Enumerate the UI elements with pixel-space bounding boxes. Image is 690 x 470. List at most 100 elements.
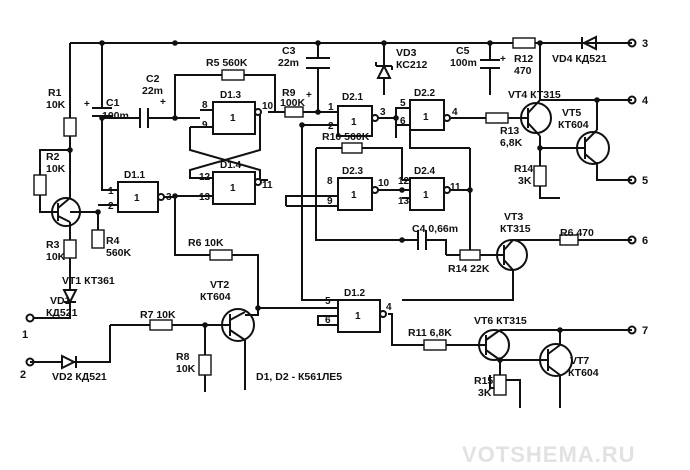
pin: 12: [398, 176, 410, 187]
label-vt1: VT1 КТ361: [62, 275, 115, 287]
ic-type-note: D1, D2 - К561ЛЕ5: [256, 371, 342, 383]
resistor-r14-22k: [459, 249, 481, 261]
pin: 13: [199, 192, 211, 203]
c5-plus: +: [500, 54, 506, 65]
label-vt3: VT3: [504, 211, 523, 223]
resistor-r8: [198, 354, 212, 376]
terminals: 1 2 3 4 5 6 7: [20, 38, 649, 381]
label-vt4: VT4 КТ315: [508, 89, 561, 101]
component-labels: R1 10K R2 10K R3 10K R4 560K R5 560K R6 …: [46, 45, 607, 399]
gate-d1-4-label: D1.4: [220, 160, 242, 171]
pin: 8: [202, 100, 208, 111]
gate-d1-3: D1.3 1 8 9 10: [202, 90, 274, 135]
label-r9-value: 100K: [280, 97, 306, 109]
resistor-r3: [63, 239, 77, 259]
label-c5: C5: [456, 45, 470, 57]
resistor-r4: [91, 229, 105, 249]
gate-d2-4: D2.4 1 12 13 11: [398, 166, 461, 211]
terminal-label: 5: [642, 175, 648, 187]
junctions: [67, 40, 600, 363]
resistor-r6-470: [559, 234, 579, 246]
gate-d1-2: D1.2 1 5 6 4: [325, 288, 392, 333]
capacitor-c2: [139, 108, 149, 128]
gate-d2-3: D2.3 1 8 9 10: [327, 166, 390, 211]
pin: 6: [325, 315, 331, 326]
pin: 8: [327, 176, 333, 187]
pin: 11: [262, 180, 273, 191]
pin: 9: [202, 120, 208, 131]
label-c3-value: 22m: [278, 57, 299, 69]
gate-symbol: 1: [230, 113, 236, 124]
terminal-label: 6: [642, 235, 648, 247]
label-r14-3k-value: 3K: [518, 175, 532, 187]
label-r7: R7 10K: [140, 309, 176, 321]
resistor-r6: [209, 249, 233, 261]
label-c4: C4 0,66m: [412, 223, 458, 235]
gate-d2-2: D2.2 1 5 6 4: [400, 88, 458, 131]
label-vt3-value: КТ315: [500, 223, 531, 235]
label-r15-value: 3K: [478, 387, 492, 399]
diode-vd1: [62, 289, 78, 305]
label-c2-value: 22m: [142, 85, 163, 97]
terminal-4: [627, 95, 637, 105]
transistor-vt4: [520, 99, 552, 137]
gate-d2-2-label: D2.2: [414, 88, 436, 99]
c1-plus: +: [84, 99, 90, 110]
pin: 13: [398, 196, 410, 207]
resistor-r1: [63, 117, 77, 137]
resistor-r2: [33, 174, 47, 196]
gate-symbol: 1: [423, 190, 429, 201]
pin: 2: [328, 121, 334, 132]
label-r1-value: 10K: [46, 99, 66, 111]
gate-d1-4: D1.4 1 12 13 11: [199, 160, 273, 205]
transistors: [51, 99, 610, 377]
gate-symbol: 1: [230, 183, 236, 194]
label-r5: R5 560K: [206, 57, 248, 69]
gate-symbol: 1: [423, 112, 429, 123]
label-r12-value: 470: [514, 65, 532, 77]
terminal-label: 3: [642, 38, 648, 50]
label-c1-value: 100m: [102, 110, 129, 122]
pin: 3: [166, 192, 172, 203]
resistor-r5: [221, 69, 245, 81]
label-vt7-value: КТ604: [568, 367, 599, 379]
label-vt7: VT7: [570, 355, 589, 367]
resistor-r11: [423, 339, 447, 351]
resistor-r13: [485, 112, 509, 124]
gate-symbol: 1: [134, 193, 140, 204]
gate-d1-1: D1.1 1 1 2 3: [108, 170, 172, 213]
label-r4-value: 560K: [106, 247, 132, 259]
c3-plus: +: [306, 90, 312, 101]
label-c1: C1: [106, 97, 120, 109]
diodes: [61, 35, 597, 370]
diode-vd2: [61, 354, 77, 370]
resistors: [33, 37, 579, 396]
terminal-label: 4: [642, 95, 649, 107]
pin: 10: [262, 101, 274, 112]
pin: 5: [325, 296, 331, 307]
label-vd3: VD3: [396, 47, 417, 59]
gate-d2-3-label: D2.3: [342, 166, 364, 177]
gate-d1-2-label: D1.2: [344, 288, 366, 299]
gate-d2-4-label: D2.4: [414, 166, 436, 177]
pin: 11: [450, 182, 461, 193]
gate-symbol: 1: [351, 190, 357, 201]
pin: 10: [378, 178, 390, 189]
label-r6: R6 10K: [188, 237, 224, 249]
terminal-1: [25, 313, 35, 323]
label-vt5-value: КТ604: [558, 119, 589, 131]
pin: 1: [108, 186, 114, 197]
label-vd2: VD2 КД521: [52, 371, 107, 383]
pin: 12: [199, 172, 211, 183]
transistor-vt6: [478, 329, 510, 361]
terminal-label: 7: [642, 325, 648, 337]
label-r6-470: R6 470: [560, 227, 594, 239]
label-r14-3k: R14: [514, 163, 533, 175]
pin: 4: [452, 107, 458, 118]
label-vt5: VT5: [562, 107, 581, 119]
label-r4: R4: [106, 235, 120, 247]
label-r14-22k: R14 22K: [448, 263, 490, 275]
label-r13: R13: [500, 125, 519, 137]
pin: 2: [108, 201, 114, 212]
